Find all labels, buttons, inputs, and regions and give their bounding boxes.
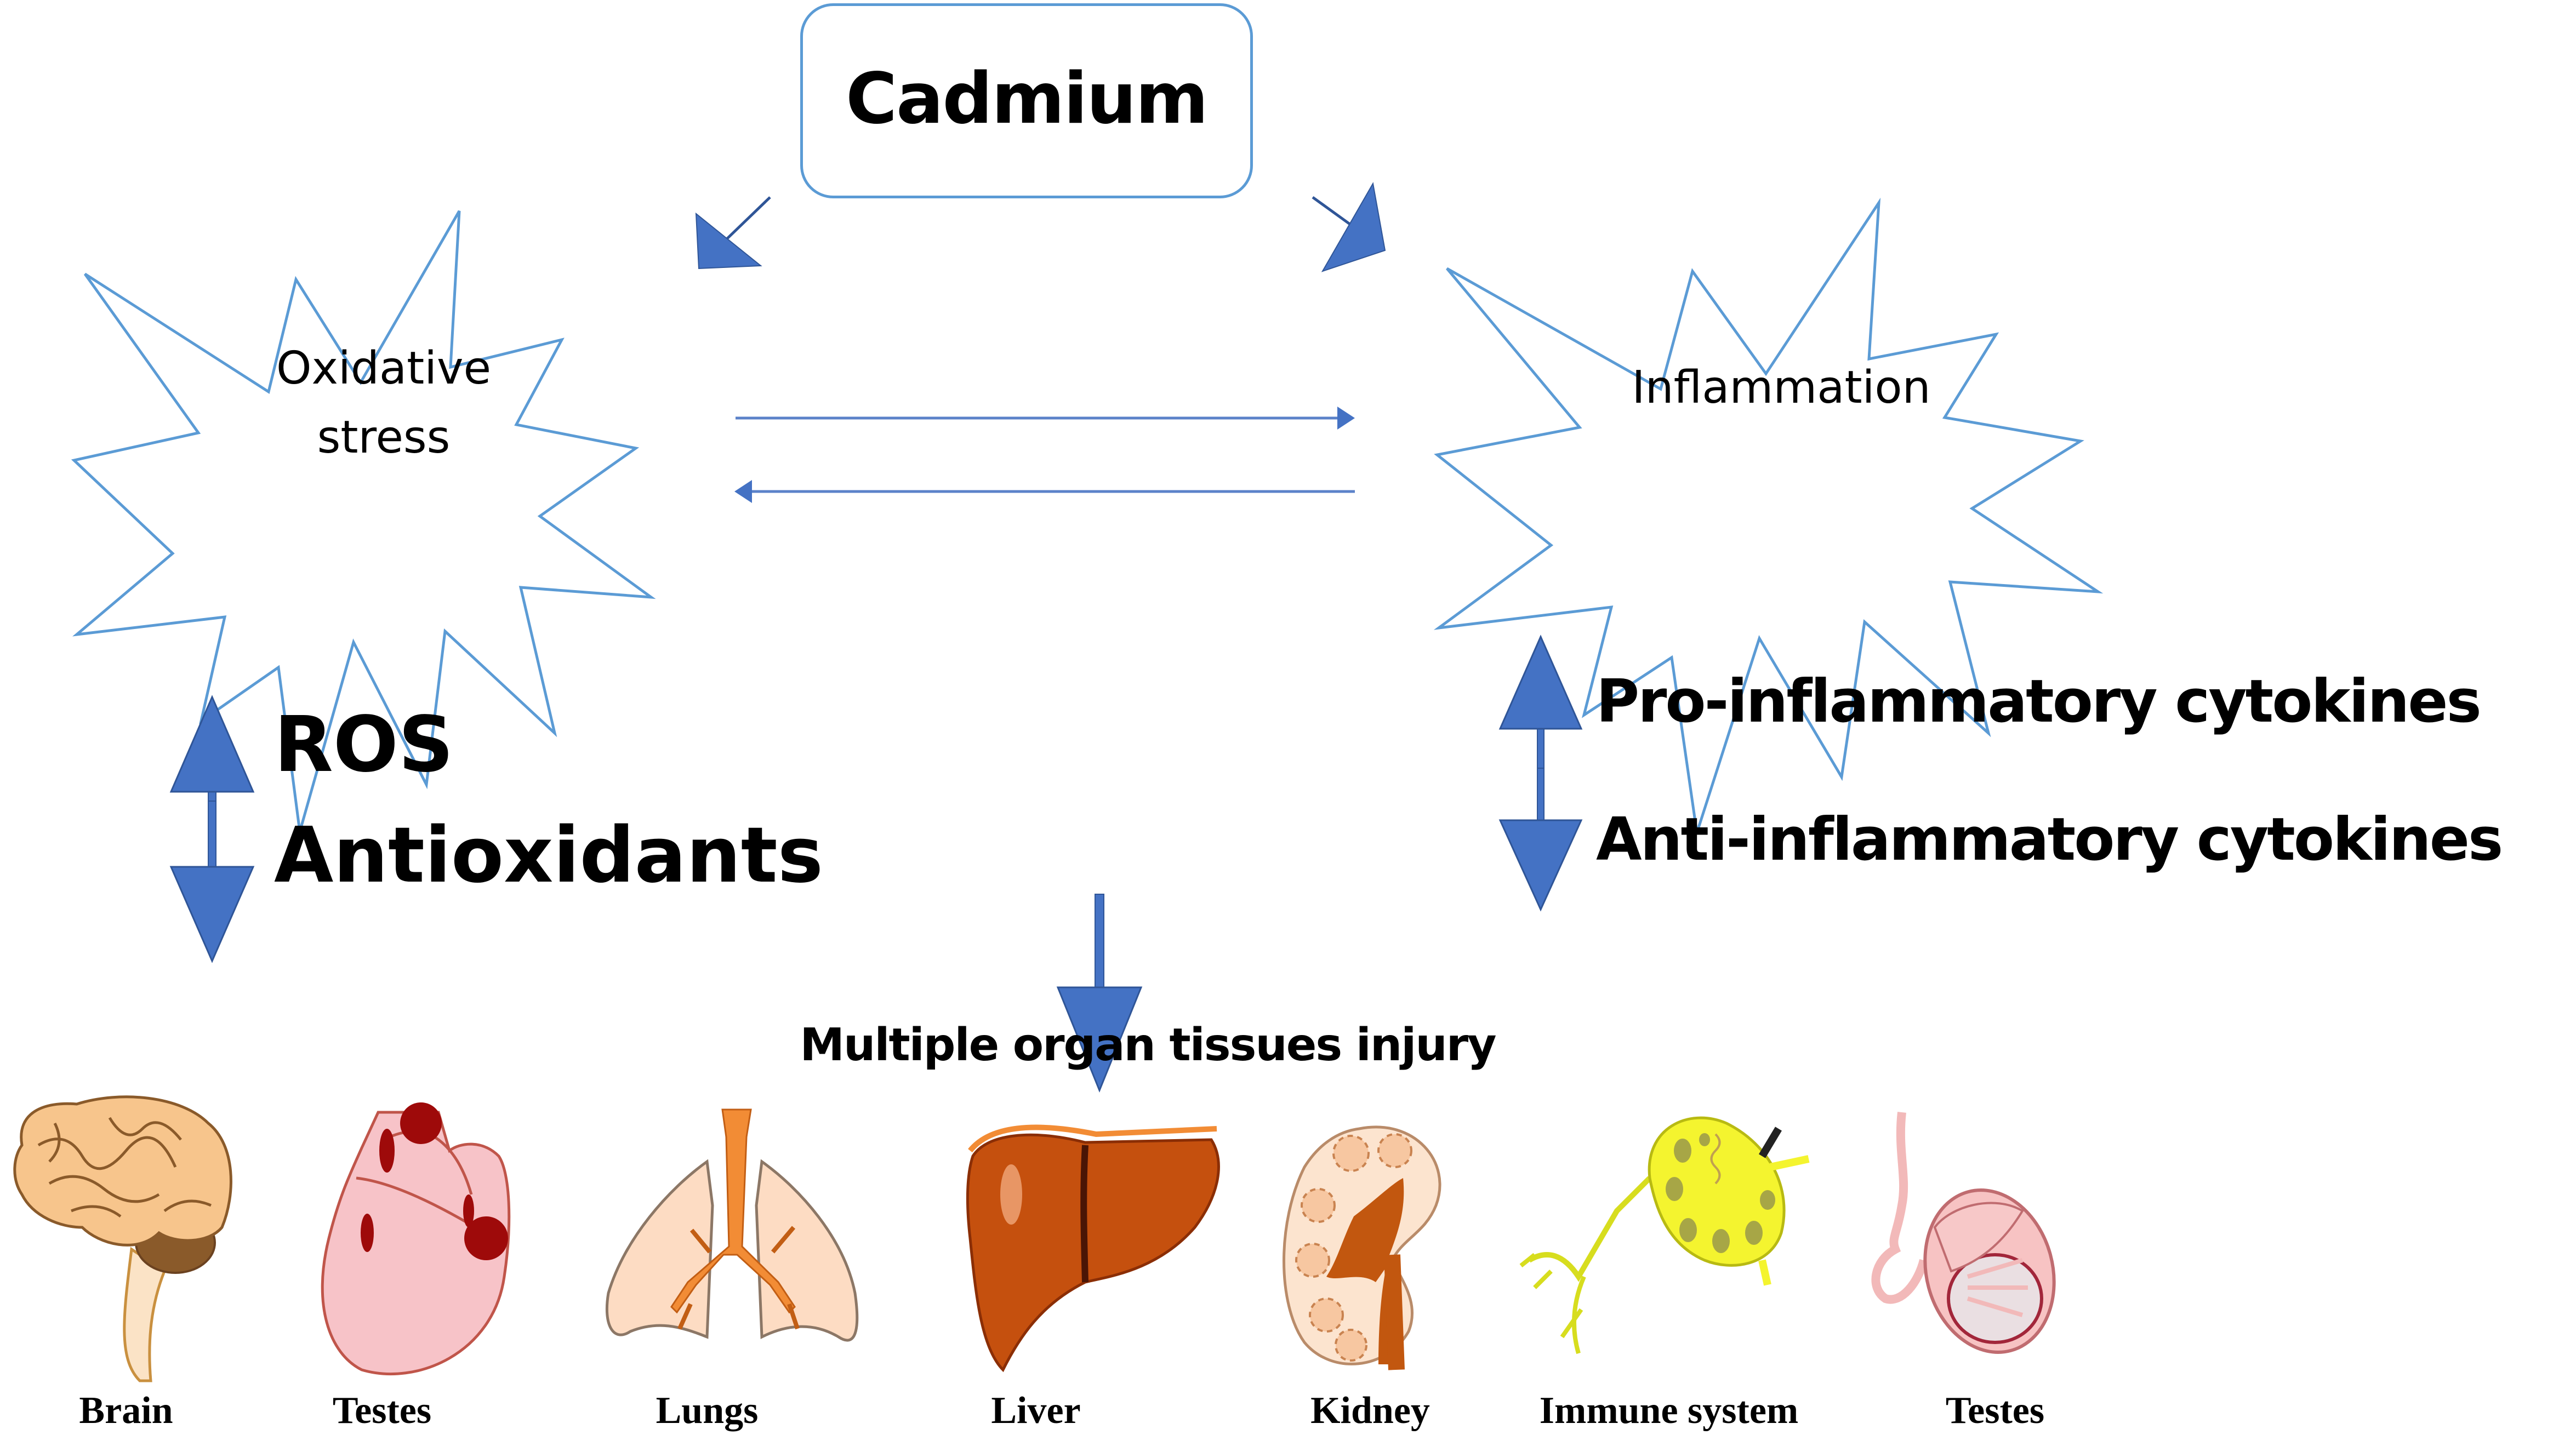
anti-inflammatory-label: Anti-inflammatory cytokines [1596,805,2503,874]
organ-label-brain: Brain [79,1390,173,1432]
oxidative-stress-label-line2: stress [317,411,451,464]
heart-icon [321,1102,511,1375]
arrow-oxidative-to-inflammation [736,407,1355,430]
organ-label-testis: Testes [1945,1390,2045,1432]
oxidative-stress-label-line1: Oxidative [276,342,492,395]
inflammation-burst [1433,197,2104,833]
kidney-icon [1283,1125,1441,1370]
cadmium-label: Cadmium [846,58,1209,140]
antioxidants-label: Antioxidants [274,811,824,900]
pro-inflammatory-label: Pro-inflammatory cytokines [1596,667,2482,736]
cadmium-box: Cadmium [800,3,1253,198]
outcome-arrow-icon [1056,894,1143,1093]
organ-label-heart: Testes [332,1390,432,1432]
organ-label-liver: Liver [991,1390,1081,1432]
organ-label-kidney: Kidney [1310,1390,1430,1432]
immune-system-icon [1519,1116,1810,1354]
testis-icon [1871,1112,2056,1354]
oxidative-stress-burst [71,210,656,832]
brain-icon [13,1095,232,1382]
arrow-to-oxidative-stress [695,196,771,270]
lungs-icon [605,1108,859,1342]
organ-label-immune-system: Immune system [1539,1390,1799,1432]
arrow-to-inflammation [1312,182,1386,272]
organ-label-lungs: Lungs [656,1390,759,1432]
inflammation-label: Inflammation [1632,362,1931,414]
antioxidants-decrease-arrow-icon [169,801,255,963]
oxidative-stress-label: Oxidative stress [247,334,521,472]
arrow-inflammation-to-oxidative [734,480,1355,503]
outcome-label: Multiple organ tissues injury [800,1019,1496,1071]
anti-inflammatory-decrease-arrow-icon [1498,768,1583,912]
liver-icon [966,1124,1220,1373]
ros-label: ROS [274,700,454,790]
